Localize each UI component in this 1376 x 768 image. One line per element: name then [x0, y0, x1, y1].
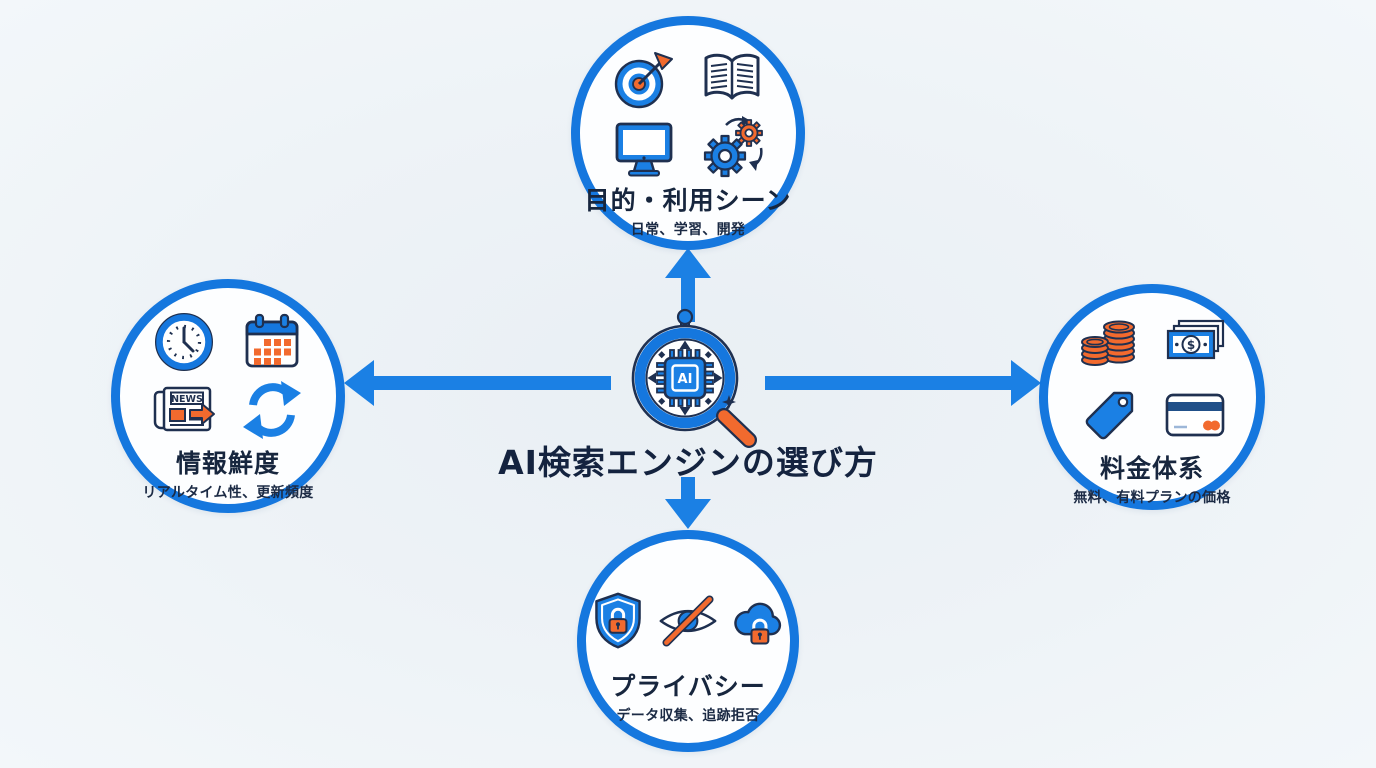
currency-symbol: $ [1187, 338, 1195, 352]
cloud-lock-icon [728, 591, 788, 651]
sparkle-icon [722, 395, 736, 409]
ai-search-magnifier-icon: AI [610, 306, 760, 456]
refresh-icon [240, 378, 304, 442]
node-sublabel-purpose: 日常、学習、開発 [630, 221, 746, 238]
freshness-icon-grid: NEWS [152, 310, 304, 442]
ai-chip-label: AI [678, 372, 693, 387]
banknote-icon: $ [1163, 313, 1227, 377]
clock-icon [152, 310, 216, 374]
arrow-left [344, 360, 611, 406]
target-icon [612, 47, 676, 111]
node-sublabel-privacy: データ収集、追跡拒否 [616, 707, 760, 724]
node-label-purpose: 目的・利用シーン [584, 186, 792, 215]
pricing-icon-grid: $ [1077, 313, 1227, 447]
node-label-privacy: プライバシー [610, 672, 766, 701]
monitor-icon [612, 115, 676, 179]
open-book-icon [700, 47, 764, 111]
calendar-icon [240, 310, 304, 374]
node-sublabel-pricing: 無料、有料プランの価格 [1073, 489, 1231, 506]
price-tag-icon [1077, 383, 1141, 447]
node-pricing: $ [1039, 284, 1265, 510]
privacy-icon-row [588, 591, 788, 651]
arrow-down [665, 477, 711, 529]
credit-card-icon [1163, 383, 1227, 447]
node-purpose-usage: 目的・利用シーン 日常、学習、開発 [571, 16, 805, 250]
node-info-freshness: NEWS [111, 279, 345, 513]
news-icon: NEWS [152, 378, 216, 442]
coins-icon [1077, 313, 1141, 377]
node-sublabel-freshness: リアルタイム性、更新頻度 [142, 484, 314, 501]
page-title: AI検索エンジンの選び方 [498, 443, 878, 482]
eye-off-icon [658, 591, 718, 651]
node-privacy: プライバシー データ収集、追跡拒否 [577, 530, 799, 752]
compass-ticks [647, 340, 723, 416]
ai-chip: AI [656, 349, 714, 407]
node-label-freshness: 情報鮮度 [175, 449, 280, 478]
shield-lock-icon [588, 591, 648, 651]
node-label-pricing: 料金体系 [1099, 454, 1204, 483]
magnifier-handle [716, 408, 757, 448]
arrow-right [765, 360, 1041, 406]
news-label: NEWS [171, 394, 203, 405]
gears-icon [700, 115, 764, 179]
purpose-icon-grid [612, 47, 764, 179]
